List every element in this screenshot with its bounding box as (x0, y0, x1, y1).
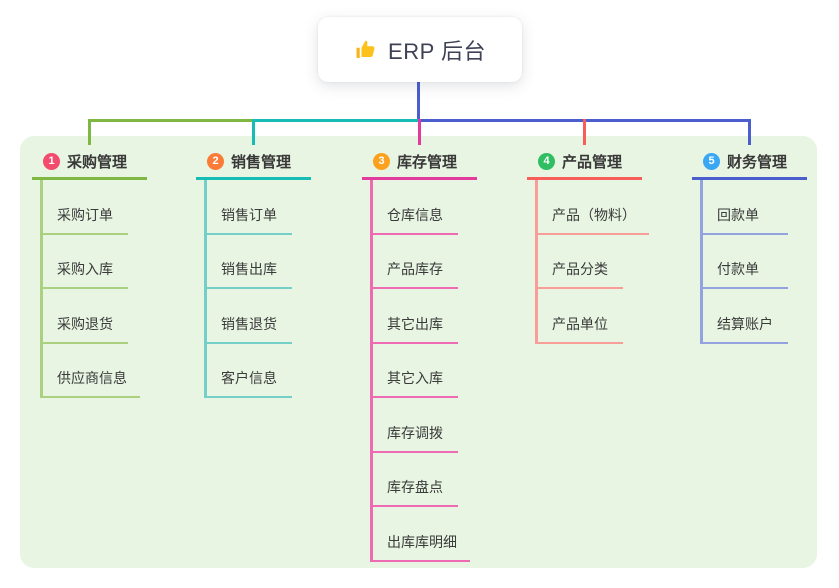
child-node-label: 销售出库 (221, 261, 277, 277)
child-node[interactable]: 产品库存 (370, 235, 458, 289)
branch-number-badge: 5 (703, 152, 720, 170)
child-node-label: 销售退货 (221, 315, 277, 332)
child-node[interactable]: 结算账户 (700, 289, 788, 344)
connector-segment-left (88, 119, 255, 122)
connector-segment-mid (252, 119, 421, 122)
child-node-label: 客户信息 (221, 370, 277, 386)
child-node[interactable]: 采购订单 (40, 180, 128, 235)
child-node[interactable]: 出库库明细 (370, 507, 470, 562)
branch-children: 仓库信息产品库存其它出库其它入库库存调拨库存盘点出库库明细 (370, 180, 477, 562)
child-node-label: 库存盘点 (387, 479, 443, 495)
child-node[interactable]: 其它出库 (370, 289, 458, 344)
child-node[interactable]: 客户信息 (204, 344, 292, 398)
child-node[interactable]: 库存调拨 (370, 398, 458, 453)
thumbs-up-icon (356, 40, 375, 58)
child-node-label: 产品库存 (387, 261, 443, 277)
child-node[interactable]: 采购入库 (40, 235, 128, 289)
branch-column: 2 销售管理销售订单销售出库销售退货客户信息 (196, 145, 311, 398)
child-node[interactable]: 产品（物料） (535, 180, 649, 235)
child-node[interactable]: 其它入库 (370, 344, 458, 398)
child-node-label: 产品单位 (552, 315, 608, 332)
child-connector-line (700, 180, 703, 342)
branch-label: 产品管理 (562, 153, 623, 171)
root-stem-line (417, 82, 420, 122)
child-node[interactable]: 采购退货 (40, 289, 128, 344)
branch-children: 产品（物料） 产品分类产品单位 (535, 180, 649, 344)
child-connector-line (204, 180, 207, 396)
child-node-label: 其它出库 (387, 315, 443, 332)
branch-number-badge: 4 (538, 152, 555, 170)
branch-label: 销售管理 (231, 153, 292, 171)
child-node[interactable]: 供应商信息 (40, 344, 140, 398)
branch-node[interactable]: 1 采购管理 (32, 145, 147, 180)
child-node-label: 其它入库 (387, 370, 443, 386)
child-node[interactable]: 回款单 (700, 180, 788, 235)
connector-segment-right (418, 119, 751, 122)
branch-number-badge: 1 (43, 152, 60, 170)
branch-node[interactable]: 2 销售管理 (196, 145, 311, 180)
child-node[interactable]: 销售出库 (204, 235, 292, 289)
branch-node[interactable]: 4 产品管理 (527, 145, 642, 180)
child-node-label: 供应商信息 (57, 370, 127, 386)
child-node[interactable]: 产品单位 (535, 289, 623, 344)
branch-node[interactable]: 5 财务管理 (692, 145, 807, 180)
child-node-label: 仓库信息 (387, 206, 443, 223)
branch-column: 1 采购管理采购订单采购入库采购退货供应商信息 (32, 145, 147, 398)
root-node-label: ERP 后台 (388, 38, 486, 64)
child-node-label: 库存调拨 (387, 424, 443, 441)
branch-number-badge: 2 (207, 152, 224, 170)
branches-panel (20, 136, 817, 568)
child-node-label: 回款单 (717, 206, 759, 223)
child-node-label: 采购退货 (57, 315, 113, 332)
branch-column: 5 财务管理回款单付款单结算账户 (692, 145, 807, 344)
child-node-label: 出库库明细 (387, 533, 457, 550)
branch-column: 3 库存管理仓库信息产品库存其它出库其它入库库存调拨库存盘点出库库明细 (362, 145, 477, 562)
child-connector-line (370, 180, 373, 560)
branch-label: 财务管理 (727, 153, 788, 171)
branch-node[interactable]: 3 库存管理 (362, 145, 477, 180)
child-node-label: 付款单 (717, 261, 759, 277)
child-node-label: 采购入库 (57, 261, 113, 277)
child-node[interactable]: 付款单 (700, 235, 788, 289)
child-node[interactable]: 库存盘点 (370, 453, 458, 507)
branch-number-badge: 3 (373, 152, 390, 170)
child-connector-line (535, 180, 538, 342)
child-node-label: 产品分类 (552, 261, 608, 277)
root-node[interactable]: ERP 后台 (318, 17, 522, 82)
child-node[interactable]: 销售订单 (204, 180, 292, 235)
child-node-label: 产品（物料） (552, 206, 636, 223)
branch-label: 库存管理 (397, 153, 458, 171)
child-node-label: 销售订单 (221, 206, 277, 223)
branch-children: 采购订单采购入库采购退货供应商信息 (40, 180, 147, 398)
child-node-label: 采购订单 (57, 206, 113, 223)
child-connector-line (40, 180, 43, 396)
branch-column: 4 产品管理产品（物料） 产品分类产品单位 (527, 145, 649, 344)
branch-children: 回款单付款单结算账户 (700, 180, 807, 344)
child-node-label: 结算账户 (717, 315, 773, 332)
child-node[interactable]: 仓库信息 (370, 180, 458, 235)
branch-label: 采购管理 (67, 153, 128, 171)
branch-children: 销售订单销售出库销售退货客户信息 (204, 180, 311, 398)
child-node[interactable]: 销售退货 (204, 289, 292, 344)
child-node[interactable]: 产品分类 (535, 235, 623, 289)
